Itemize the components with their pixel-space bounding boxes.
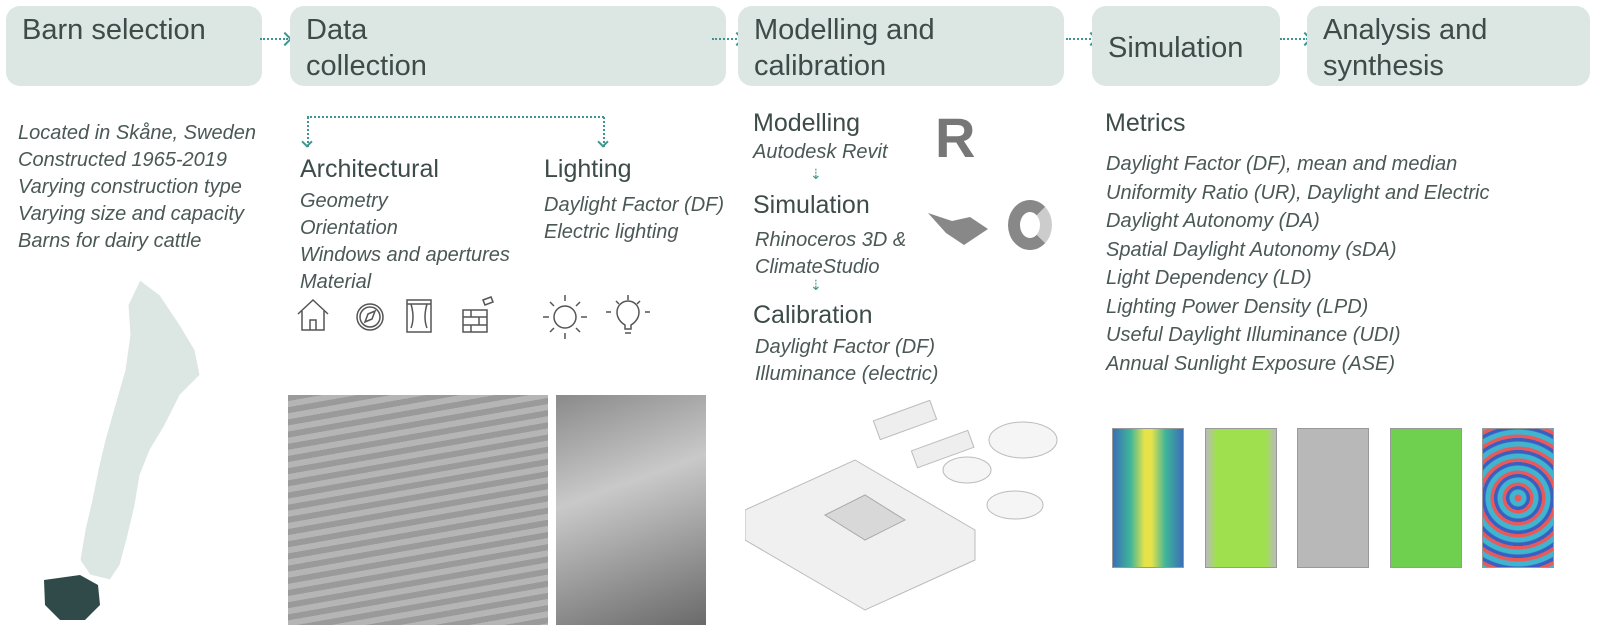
- step-data-collection: Data collection: [290, 6, 726, 86]
- arrow-icon: [712, 38, 740, 40]
- window-icon: [406, 299, 432, 333]
- revit-logo-icon: R: [935, 106, 976, 169]
- step-label: Modelling and calibration: [754, 14, 935, 82]
- step-barn-selection: Barn selection: [6, 6, 262, 86]
- ld-heatmap: [1297, 428, 1369, 568]
- lightbulb-icon: [606, 295, 650, 334]
- step-label: Simulation: [1108, 32, 1244, 64]
- down-arrow-icon: ⇣: [810, 166, 822, 182]
- barn-3d-model: [745, 400, 1058, 611]
- step-simulation: Simulation: [1092, 6, 1280, 86]
- step-label: Barn selection: [22, 14, 206, 46]
- arch-item: Geometry: [300, 190, 388, 212]
- arrow-icon: [260, 38, 288, 40]
- step-label: Analysis and synthesis: [1323, 14, 1488, 82]
- barn-details: Located in Skåne, Sweden Constructed 196…: [18, 120, 256, 255]
- arrow-icon: [1066, 38, 1094, 40]
- light-item: Daylight Factor (DF): [544, 194, 725, 216]
- architectural-list: Geometry Orientation Windows and apertur…: [300, 188, 510, 296]
- udi-heatmap: [1390, 428, 1462, 568]
- metrics-list: Daylight Factor (DF), mean and median Un…: [1106, 150, 1489, 378]
- metric-item: Daylight Autonomy (DA): [1106, 210, 1320, 232]
- metric-item: Light Dependency (LD): [1106, 267, 1312, 289]
- calibration-list: Daylight Factor (DF) Illuminance (electr…: [755, 334, 938, 388]
- metric-item: Daylight Factor (DF), mean and median: [1106, 153, 1458, 175]
- sun-icon: [543, 295, 587, 339]
- barn-line: Varying size and capacity: [18, 203, 245, 225]
- step-modelling-calibration: Modelling and calibration: [738, 6, 1064, 86]
- arch-item: Windows and apertures: [300, 244, 510, 266]
- cow-tripod-photo: [556, 395, 706, 625]
- metric-item: Annual Sunlight Exposure (ASE): [1106, 352, 1396, 375]
- modelling-tool: Autodesk Revit: [753, 141, 888, 163]
- arch-item: Orientation: [300, 217, 398, 239]
- barn-ceiling-photo: [288, 395, 548, 625]
- brick-wall-icon: [462, 296, 494, 333]
- step-analysis-synthesis: Analysis and synthesis: [1307, 6, 1590, 86]
- metric-item: Uniformity Ratio (UR), Daylight and Elec…: [1106, 181, 1490, 204]
- architectural-title: Architectural: [300, 155, 439, 183]
- calib-item: Daylight Factor (DF): [755, 336, 936, 358]
- house-icon: [297, 298, 329, 331]
- compass-icon: [356, 303, 384, 331]
- simulation-tools: Rhinoceros 3D & ClimateStudio: [755, 227, 906, 281]
- down-arrow-icon: ⇣: [810, 277, 822, 293]
- ase-heatmap: [1482, 428, 1554, 568]
- barn-line: Barns for dairy cattle: [18, 230, 202, 252]
- climatestudio-logo-icon: [1008, 200, 1052, 250]
- light-item: Electric lighting: [544, 221, 679, 243]
- sim-tool: Rhinoceros 3D &: [755, 229, 907, 251]
- arch-item: Material: [300, 271, 372, 293]
- metrics-title: Metrics: [1105, 109, 1186, 137]
- lighting-list: Daylight Factor (DF) Electric lighting: [544, 192, 724, 246]
- barn-line: Varying construction type: [18, 176, 242, 198]
- da-heatmap: [1205, 428, 1277, 568]
- calibration-title: Calibration: [753, 301, 873, 329]
- calib-item: Illuminance (electric): [755, 363, 939, 385]
- modelling-title: Modelling: [753, 109, 861, 137]
- metric-item: Lighting Power Density (LPD): [1106, 295, 1369, 318]
- rhino-logo-icon: [928, 213, 988, 245]
- lighting-title: Lighting: [544, 155, 632, 183]
- arrow-icon: [1280, 38, 1308, 40]
- df-heatmap: [1112, 428, 1184, 568]
- metric-item: Useful Daylight Illuminance (UDI): [1106, 324, 1401, 346]
- metric-item: Spatial Daylight Autonomy (sDA): [1106, 238, 1397, 261]
- step-label: Data collection: [306, 14, 427, 82]
- skane-region: [44, 575, 100, 620]
- sweden-map: [44, 279, 201, 620]
- barn-line: Constructed 1965-2019: [18, 149, 228, 171]
- sim-tool: ClimateStudio: [755, 256, 880, 278]
- simulation-title: Simulation: [753, 191, 870, 219]
- barn-line: Located in Skåne, Sweden: [18, 122, 256, 144]
